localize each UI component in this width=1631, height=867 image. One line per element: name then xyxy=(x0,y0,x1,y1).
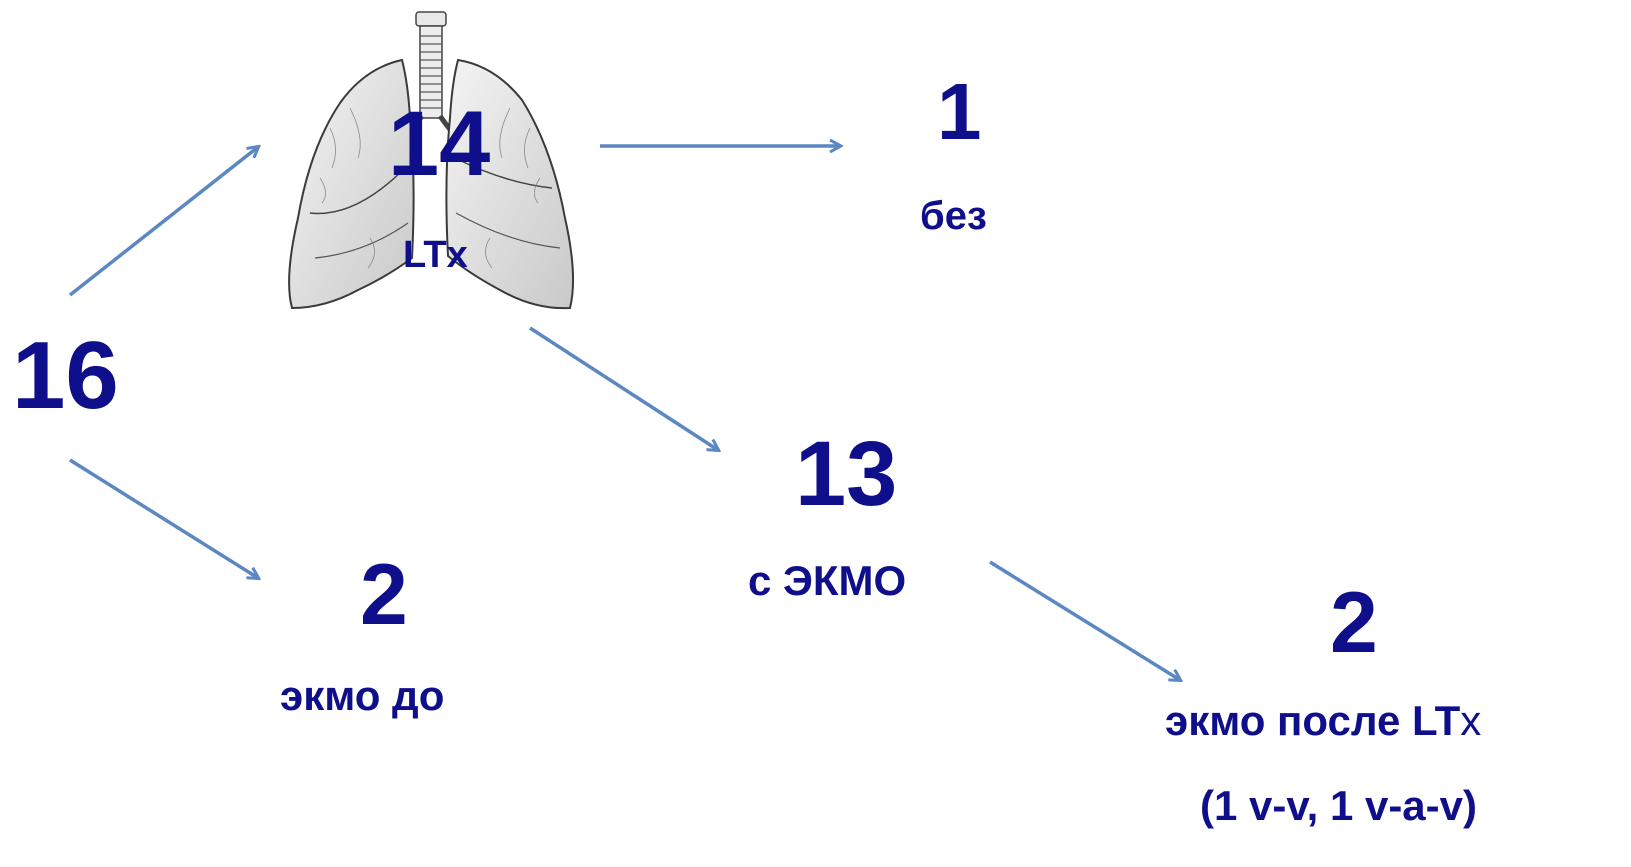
arrow-total-to-transplanted xyxy=(70,147,258,295)
total-count: 16 xyxy=(12,328,119,424)
ecmo-before-count: 2 xyxy=(360,552,408,638)
ecmo-after-label-main: экмо после LT xyxy=(1165,697,1460,744)
without-ecmo-label: без xyxy=(920,196,987,236)
arrow-with-ecmo-to-ecmo-after xyxy=(990,562,1180,680)
arrow-total-to-ecmo-before xyxy=(70,460,258,578)
ecmo-after-sublabel: (1 v-v, 1 v-a-v) xyxy=(1200,785,1477,827)
ecmo-after-count: 2 xyxy=(1330,580,1378,666)
with-ecmo-count: 13 xyxy=(795,428,897,520)
ecmo-before-label: экмо до xyxy=(280,675,444,717)
with-ecmo-label: с ЭКМО xyxy=(748,560,906,602)
arrow-transplanted-to-with-ecmo xyxy=(530,328,718,450)
ecmo-after-label: экмо после LTх xyxy=(1165,700,1481,742)
transplanted-label: LTx xyxy=(403,236,468,274)
transplanted-count: 14 xyxy=(388,98,490,190)
without-ecmo-count: 1 xyxy=(937,72,982,152)
ecmo-after-label-tail: х xyxy=(1460,697,1481,744)
